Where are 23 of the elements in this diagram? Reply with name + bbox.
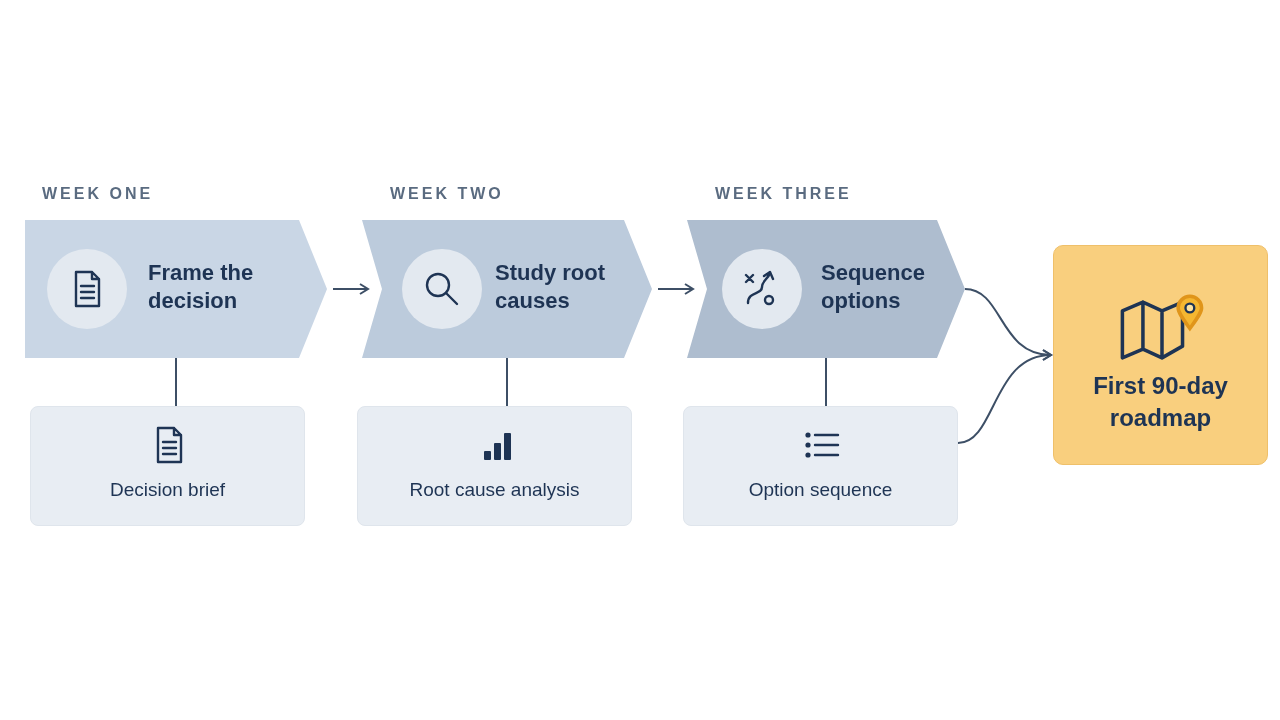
deliverable-label: Root cause analysis: [408, 479, 581, 501]
chevron-step: [687, 220, 965, 358]
deliverable-card: [683, 406, 958, 526]
connector-line: [506, 357, 508, 407]
deliverable-label: Decision brief: [108, 479, 227, 501]
chevron-step: [362, 220, 652, 358]
goal-box: [1053, 245, 1268, 465]
week-heading: WEEK TWO: [390, 185, 504, 203]
step-title: Sequence options: [821, 259, 926, 315]
deliverable-card: [30, 406, 305, 526]
goal-title: First 90-day roadmap: [1092, 371, 1229, 433]
deliverable-card: [357, 406, 632, 526]
connector-line: [175, 357, 177, 407]
connector-line: [825, 357, 827, 407]
arrow: [657, 283, 694, 295]
week-heading: WEEK ONE: [42, 185, 154, 203]
step-title: Study root causes: [495, 259, 606, 315]
step-title: Frame the decision: [148, 259, 255, 315]
arrow: [332, 283, 369, 295]
deliverable-label: Option sequence: [747, 479, 894, 501]
arrow: [957, 350, 1052, 444]
week-heading: WEEK THREE: [715, 185, 852, 203]
chevron-step: [25, 220, 327, 358]
